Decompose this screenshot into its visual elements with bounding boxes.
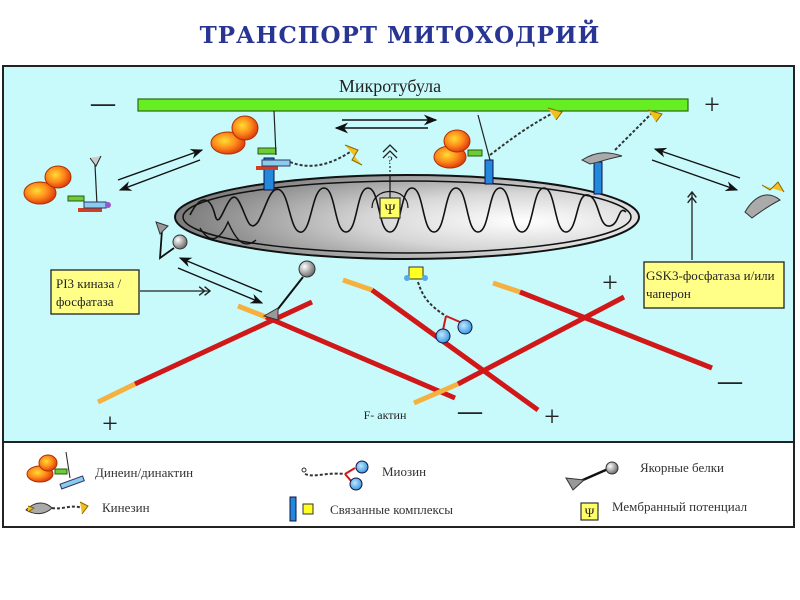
transport-arrows-left — [117, 149, 204, 191]
anchor-protein — [155, 221, 188, 260]
dynein-complex-free — [23, 155, 111, 212]
kinesin-bound — [580, 109, 663, 195]
transport-arrows-right — [651, 147, 741, 191]
actin-plus-end: + — [544, 402, 560, 433]
microtubule-plus-end: + — [704, 90, 720, 121]
microtubule-minus-end: — — [90, 91, 116, 117]
legend-label-kinesin: Кинезин — [102, 500, 150, 515]
legend-label-myosin: Миозин — [382, 464, 426, 479]
membrane-potential-indicator: Ψ ? — [371, 144, 409, 219]
anchor-protein — [262, 260, 316, 321]
dynein-complex-bound — [210, 110, 363, 191]
pi3-box-line2: фосфатаза — [56, 294, 114, 309]
legend: Динеин/динактин Миозин Якорные белки Кин… — [25, 451, 748, 522]
pi3-box-line1: PI3 киназа / — [56, 276, 121, 291]
myosin-bound — [404, 266, 473, 344]
psi-symbol: Ψ — [384, 202, 396, 218]
gsk3-box-line2: чаперон — [646, 286, 691, 301]
question-mark: ? — [387, 153, 392, 167]
dynein-complex-bound — [433, 107, 563, 185]
myosin-icon — [301, 460, 369, 491]
f-actin-label: F- актин — [364, 408, 407, 422]
gsk3-box-line1: GSK3-фосфатаза и/или — [646, 268, 775, 283]
kinesin-free — [744, 181, 785, 219]
legend-label-anchor: Якорные белки — [640, 460, 724, 475]
legend-label-bound-complexes: Связанные комплексы — [330, 502, 453, 517]
legend-psi-symbol: Ψ — [585, 505, 595, 520]
bidirectional-transport-arrows — [334, 114, 438, 134]
gsk3-label-box: GSK3-фосфатаза и/или чаперон — [643, 261, 785, 309]
anchor-transport-arrows — [177, 257, 264, 304]
dynein-dynactin-icon — [26, 451, 85, 490]
mitochondrion — [174, 174, 640, 260]
legend-label-membrane-potential: Мембранный потенциал — [612, 499, 748, 514]
kinesin-icon — [25, 501, 89, 515]
actin-plus-end: + — [602, 268, 618, 299]
pi3-label-box: PI3 киназа / фосфатаза — [50, 269, 140, 315]
actin-minus-end: — — [717, 369, 743, 395]
membrane-potential-icon: Ψ — [580, 502, 599, 521]
actin-plus-end: + — [102, 409, 118, 440]
legend-label-dynein: Динеин/динактин — [95, 465, 193, 480]
page-title: ТРАНСПОРТ МИТОХОДРИЙ — [199, 22, 601, 49]
bound-complex-icon — [289, 496, 314, 522]
microtubule-label: Микротубула — [339, 76, 441, 96]
f-actin-filaments — [96, 277, 713, 413]
actin-minus-end: — — [457, 399, 483, 425]
anchor-protein-icon — [565, 461, 619, 491]
microtubule — [137, 98, 689, 112]
